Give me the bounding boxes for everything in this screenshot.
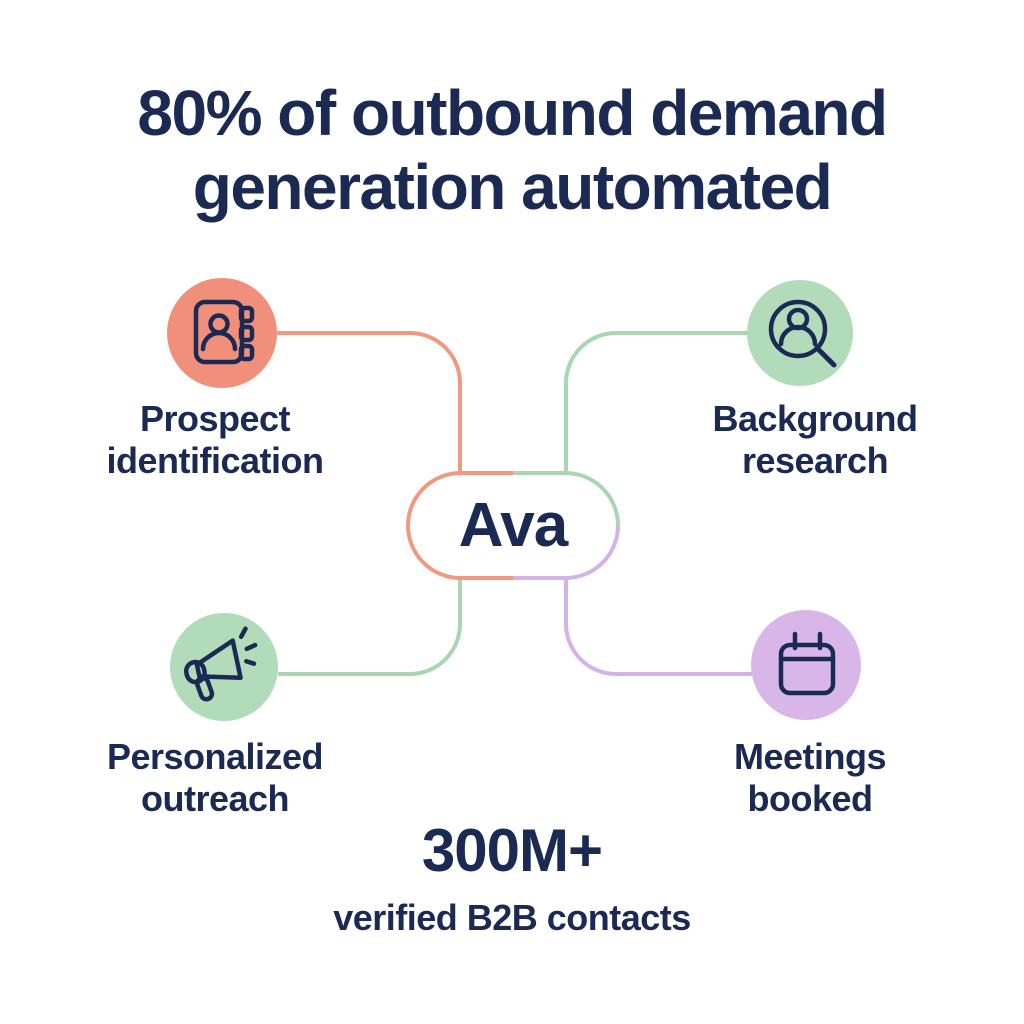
- node-circle-outreach: [170, 613, 278, 721]
- title-line-1: 80% of outbound demand: [137, 77, 888, 149]
- ava-pill-border-purple: [513, 525, 620, 580]
- calendar-icon: [778, 631, 836, 696]
- connector-research-to-ava: [564, 331, 747, 473]
- node-label-personalized-outreach: Personalized outreach: [55, 736, 375, 820]
- node-label-line: Meetings: [733, 736, 887, 777]
- footer-stat-block: 300M+ verified B2B contacts: [0, 818, 1024, 938]
- megaphone-icon: [183, 626, 258, 702]
- connector-prospect-to-ava: [277, 331, 462, 473]
- node-label-background-research: Background research: [655, 398, 975, 482]
- node-label-line: outreach: [140, 778, 290, 819]
- node-label-line: Background: [712, 398, 918, 439]
- node-label-prospect-identification: Prospect identification: [55, 398, 375, 482]
- node-circle-meetings: [751, 610, 861, 720]
- node-circle-research: [747, 280, 853, 386]
- page-title: 80% of outbound demand generation automa…: [0, 76, 1024, 224]
- stat-value: 300M+: [421, 817, 603, 884]
- ava-pill: [406, 471, 620, 580]
- ava-pill-border-green: [513, 471, 620, 526]
- connector-ava-to-outreach: [278, 578, 462, 676]
- node-label-line: identification: [106, 440, 325, 481]
- node-label-line: booked: [747, 778, 873, 819]
- connector-ava-to-meetings: [564, 578, 752, 676]
- node-label-line: Personalized: [106, 736, 324, 777]
- address-book-icon: [193, 299, 255, 365]
- person-search-icon: [768, 299, 837, 368]
- stat-caption: verified B2B contacts: [333, 897, 691, 938]
- node-label-meetings-booked: Meetings booked: [650, 736, 970, 820]
- ava-node-label: Ava: [458, 491, 568, 560]
- node-label-line: Prospect: [139, 398, 291, 439]
- title-line-2: generation automated: [192, 151, 833, 223]
- node-label-line: research: [741, 440, 889, 481]
- ava-pill-border-coral: [406, 471, 513, 580]
